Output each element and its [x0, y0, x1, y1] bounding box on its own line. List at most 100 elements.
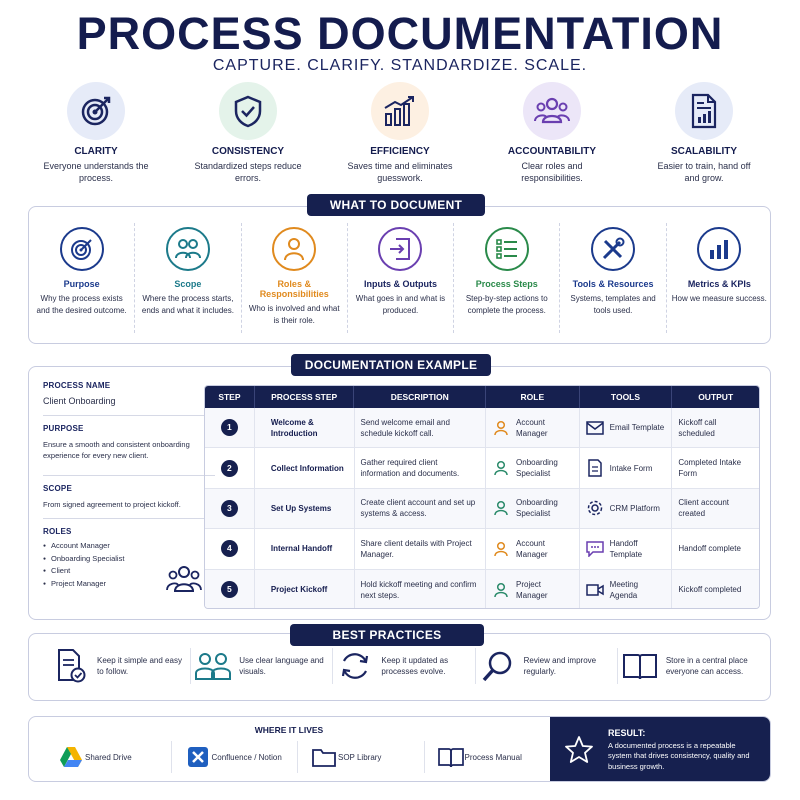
role-cell: Onboarding Specialist [486, 448, 580, 488]
video-icon [585, 583, 604, 597]
pillar-title: CLARITY [74, 146, 118, 157]
pillars-row: CLARITY Everyone understands the process… [20, 82, 780, 192]
pillar-desc: Saves time and eliminates guesswork. [347, 161, 453, 183]
role-name: Project Manager [516, 579, 548, 600]
divider [43, 518, 215, 519]
magnifier-icon [476, 649, 520, 683]
table-row: 4 Internal Handoff Share client details … [205, 529, 759, 570]
tools-icon [602, 237, 625, 260]
wtd-title: Purpose [63, 279, 100, 289]
wtd-item-roles: Roles & Responsibilities Who is involved… [242, 223, 348, 333]
location-name: Process Manual [464, 752, 522, 762]
form-icon [586, 459, 604, 477]
roles-label: ROLES [43, 527, 72, 536]
scope-label: SCOPE [43, 484, 73, 493]
process-step-cell: Collect Information [255, 448, 355, 488]
location-item: Process Manual [425, 741, 551, 773]
pillar-icon-circle [371, 82, 429, 140]
role-name: Account Manager [516, 417, 548, 438]
wtd-item-process-steps: Process Steps Step-by-step actions to co… [454, 223, 561, 333]
role-cell: Account Manager [486, 529, 580, 569]
target-icon [70, 239, 92, 260]
pillar-icon-circle [67, 82, 125, 140]
process-step-cell: Welcome & Introduction [255, 408, 355, 448]
step-number: 3 [220, 499, 238, 517]
document-chart-icon [691, 93, 717, 129]
best-practice-text: Use clear language and visuals. [239, 656, 324, 676]
table-row: 5 Project Kickoff Hold kickoff meeting a… [205, 569, 759, 608]
wtd-desc: Where the process starts, ends and what … [141, 294, 234, 315]
person-icon [284, 238, 305, 261]
result-panel: RESULT: A documented process is a repeat… [550, 717, 770, 781]
star-icon [550, 735, 608, 765]
location-name: Confluence / Notion [211, 752, 282, 762]
best-practice-text: Store in a central place everyone can ac… [665, 656, 748, 676]
role-cell: Project Manager [486, 569, 580, 608]
step-number: 2 [220, 459, 238, 477]
wtd-item-metrics: Metrics & KPIs How we measure success. [667, 223, 772, 333]
step-number: 5 [220, 581, 238, 599]
location-item: Shared Drive [45, 741, 172, 773]
wtd-title: Inputs & Outputs [363, 279, 437, 289]
best-practice-item: Use clear language and visuals. [191, 648, 334, 684]
page-subtitle: CAPTURE. CLARIFY. STANDARDIZE. SCALE. [212, 57, 588, 74]
process-name-value: Client Onboarding [43, 396, 116, 406]
wtd-desc: Who is involved and what is their role. [248, 304, 340, 325]
wtd-title: Roles & Responsibilities [259, 279, 329, 299]
tool-cell: Email Template [580, 408, 673, 448]
confluence-icon [184, 746, 212, 768]
step-cell: 3 [205, 488, 255, 529]
where-it-lives-section: WHERE IT LIVES Shared Drive Confluence /… [28, 716, 771, 782]
step-number: 4 [220, 540, 238, 558]
wtd-title: Tools & Resources [572, 279, 654, 289]
wtd-icon-circle [59, 227, 104, 271]
location-item: SOP Library [298, 741, 425, 773]
tool-name: Email Template [609, 423, 665, 433]
email-icon [585, 420, 604, 435]
table-row: 3 Set Up Systems Create client account a… [205, 488, 759, 530]
tool-name: CRM Platform [609, 503, 660, 513]
checklist-icon [495, 239, 517, 259]
documentation-example-label: DOCUMENTATION EXAMPLE [291, 354, 491, 376]
pillar-icon-circle [219, 82, 277, 140]
column-header: STEP [205, 386, 255, 408]
bar-chart-growth-icon [384, 96, 414, 126]
document-check-icon [49, 648, 93, 684]
purpose-value: Ensure a smooth and consistent onboardin… [43, 440, 190, 460]
list-item: Client [43, 565, 215, 578]
team-icon [534, 97, 570, 124]
bar-chart-icon [710, 240, 729, 259]
best-practice-text: Keep it updated as processes evolve. [381, 656, 449, 676]
tool-name: Intake Form [609, 463, 653, 473]
role-name: Onboarding Specialist [516, 498, 558, 519]
person-icon [492, 582, 510, 598]
location-item: Confluence / Notion [172, 741, 298, 773]
wtd-desc: Why the process exists and the desired o… [36, 294, 127, 315]
step-cell: 4 [205, 529, 255, 569]
role-name: Onboarding Specialist [516, 458, 558, 479]
pillar-title: EFFICIENCY [370, 146, 430, 157]
pillar-icon-circle [523, 82, 581, 140]
pillar-clarity: CLARITY Everyone understands the process… [20, 82, 172, 192]
step-number: 1 [220, 419, 238, 437]
people-icon [174, 239, 201, 259]
wtd-item-scope: Scope Where the process starts, ends and… [135, 223, 242, 333]
person-icon [492, 541, 510, 557]
input-output-icon [390, 238, 411, 260]
location-name: SOP Library [338, 752, 382, 762]
pillar-desc: Easier to train, hand off and grow. [657, 161, 751, 183]
wtd-desc: Systems, templates and tools used. [570, 294, 656, 315]
divider [43, 415, 215, 416]
pillar-title: CONSISTENCY [211, 146, 285, 157]
what-to-document-section: Purpose Why the process exists and the d… [28, 206, 771, 344]
book-icon [437, 746, 465, 768]
process-step-cell: Internal Handoff [255, 529, 355, 569]
result-title: RESULT: [608, 727, 646, 738]
output-cell: Handoff complete [678, 544, 741, 554]
pillar-desc: Everyone understands the process. [43, 161, 149, 183]
table-header: STEP PROCESS STEP DESCRIPTION ROLE TOOLS… [205, 386, 759, 408]
column-header: TOOLS [580, 386, 673, 408]
wtd-item-purpose: Purpose Why the process exists and the d… [29, 223, 136, 333]
output-cell: Client account created [678, 498, 730, 519]
list-item: Onboarding Specialist [43, 553, 215, 566]
